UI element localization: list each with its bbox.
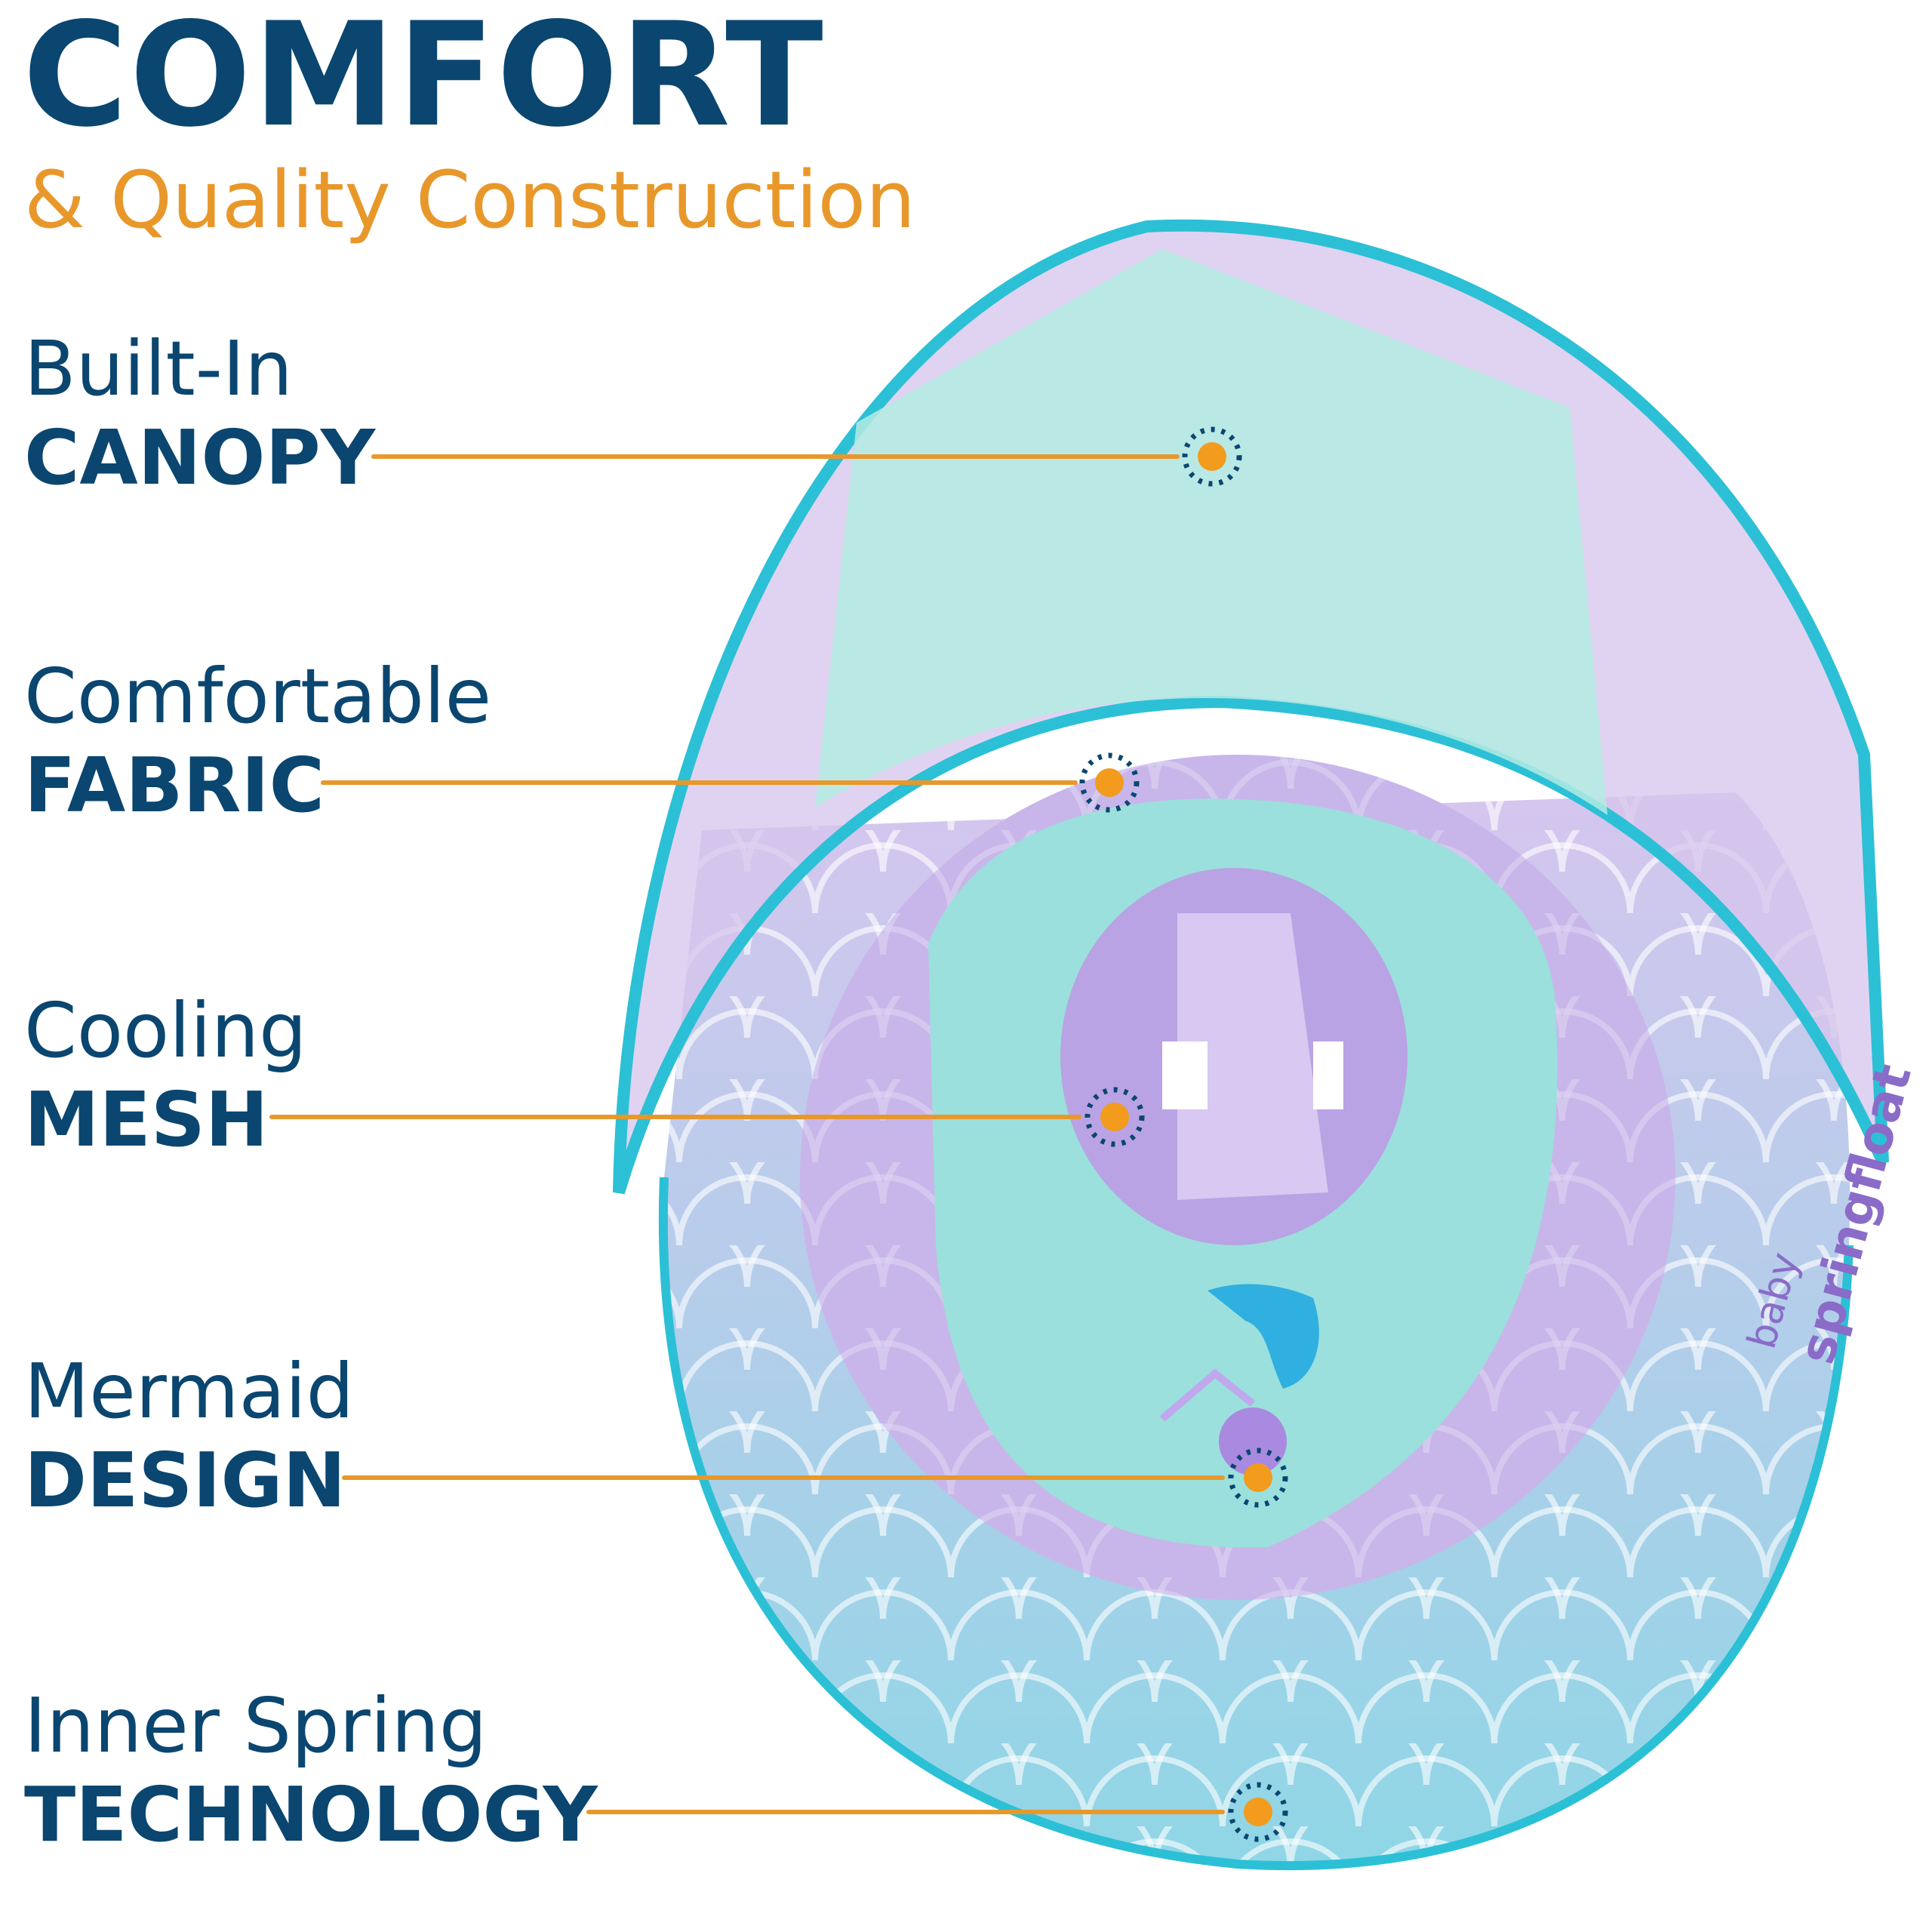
- page-subtitle: & Quality Construction: [24, 154, 916, 246]
- feature-label: Inner Spring: [24, 1681, 488, 1770]
- hotspot-design-icon: [1228, 1447, 1288, 1508]
- callout-lines: [269, 454, 1225, 1814]
- feature-fabric: Comfortable FABRIC: [24, 652, 491, 830]
- mermaid-design: [1159, 1284, 1319, 1475]
- feature-label: Mermaid: [24, 1347, 355, 1435]
- feature-design: Mermaid DESIGN: [24, 1347, 354, 1525]
- canopy-fabric: [815, 249, 1607, 815]
- feature-heading: CANOPY: [24, 414, 376, 502]
- hotspot-fabric-icon: [1079, 752, 1140, 813]
- hotspot-markers: [1079, 426, 1288, 1842]
- feature-label: Comfortable: [24, 652, 492, 740]
- hotspot-technology-icon: [1228, 1782, 1288, 1842]
- feature-mesh: Cooling MESH: [24, 986, 307, 1164]
- page-title: COMFORT: [23, 0, 825, 158]
- feature-label: Cooling: [24, 986, 307, 1075]
- feature-heading: DESIGN: [24, 1436, 346, 1524]
- hotspot-mesh-icon: [1084, 1087, 1145, 1147]
- feature-heading: FABRIC: [24, 741, 325, 829]
- feature-label: Built-In: [24, 325, 293, 413]
- hotspot-canopy-icon: [1182, 426, 1242, 487]
- feature-heading: MESH: [24, 1075, 269, 1164]
- feature-technology: Inner Spring TECHNOLOGY: [24, 1681, 598, 1860]
- feature-heading: TECHNOLOGY: [24, 1770, 598, 1859]
- feature-canopy: Built-In CANOPY: [24, 325, 375, 503]
